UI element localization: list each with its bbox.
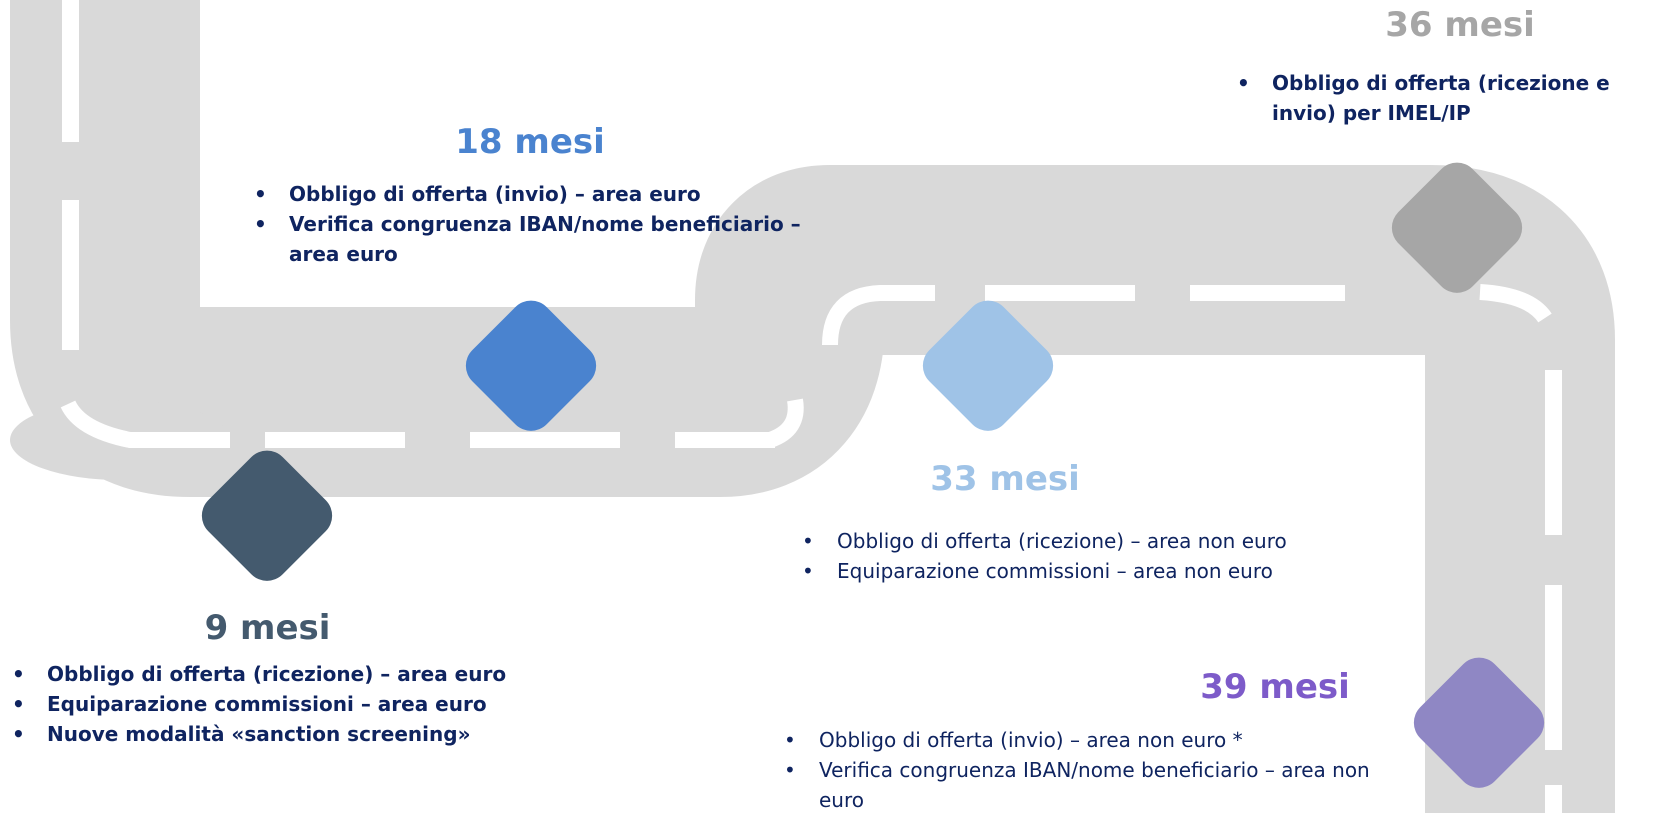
milestone-36-list: Obbligo di offerta (ricezione e invio) p…	[1235, 68, 1675, 128]
milestone-36-item: Obbligo di offerta (ricezione e invio) p…	[1235, 68, 1675, 128]
milestone-9-list: Obbligo di offerta (ricezione) – area eu…	[10, 659, 530, 749]
milestone-39-diamond	[1413, 657, 1545, 788]
milestone-39-list: Obbligo di offerta (invio) – area non eu…	[782, 725, 1402, 815]
lane-curve-left	[60, 400, 230, 448]
milestone-9-item: Obbligo di offerta (ricezione) – area eu…	[10, 659, 530, 689]
lane-curve-right	[1479, 284, 1552, 323]
lane-curve-mid2	[822, 285, 935, 346]
milestone-18-diamond	[465, 300, 597, 431]
milestone-33-title: 33 mesi	[930, 459, 1080, 499]
milestone-39-title: 39 mesi	[1200, 667, 1350, 707]
milestone-36-diamond	[1391, 162, 1523, 293]
milestone-39-item: Verifica congruenza IBAN/nome beneficiar…	[782, 755, 1402, 815]
milestone-9-item: Equiparazione commissioni – area euro	[10, 689, 530, 719]
milestone-18-list: Obbligo di offerta (invio) – area euro V…	[252, 179, 822, 269]
milestone-36-title: 36 mesi	[1385, 5, 1535, 45]
milestone-18-title: 18 mesi	[455, 122, 605, 162]
milestone-9-title: 9 mesi	[204, 608, 331, 648]
milestone-18-item: Obbligo di offerta (invio) – area euro	[252, 179, 822, 209]
milestone-33-list: Obbligo di offerta (ricezione) – area no…	[800, 526, 1400, 586]
milestone-33-diamond	[922, 300, 1054, 431]
lane-markings	[62, 0, 1562, 813]
lane-curve-mid	[767, 398, 804, 448]
milestone-18-item: Verifica congruenza IBAN/nome beneficiar…	[252, 209, 822, 269]
milestone-39-item: Obbligo di offerta (invio) – area non eu…	[782, 725, 1402, 755]
milestone-9-item: Nuove modalità «sanction screening»	[10, 719, 530, 749]
milestone-33-item: Obbligo di offerta (ricezione) – area no…	[800, 526, 1400, 556]
milestone-9-diamond	[201, 450, 333, 581]
milestone-33-item: Equiparazione commissioni – area non eur…	[800, 556, 1400, 586]
